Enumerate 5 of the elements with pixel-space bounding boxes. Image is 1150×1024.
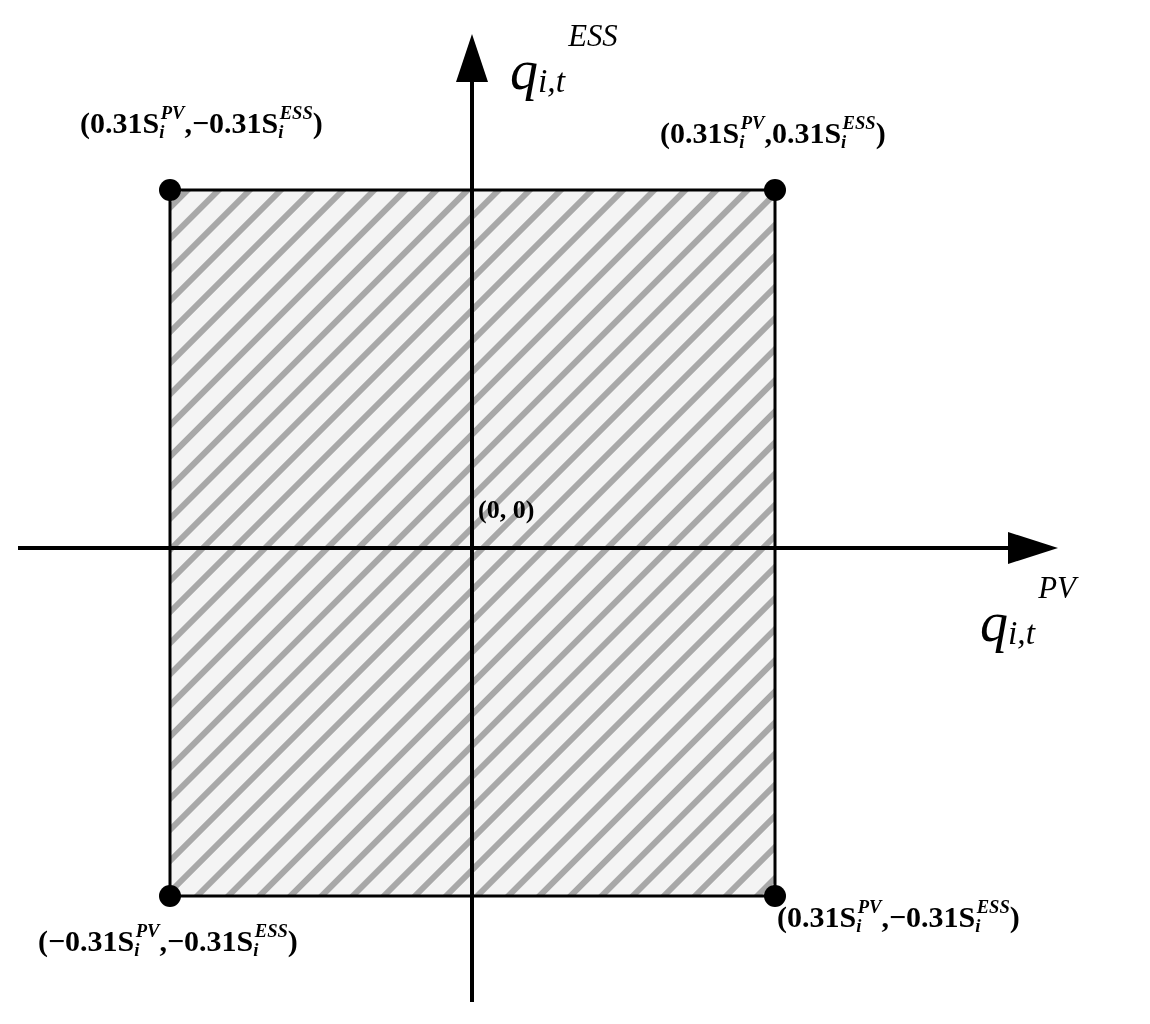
coordinate-label: (−0.31S$_{i}$$^{PV}$,−0.31S$_{i}$$^{ESS}$) [38,920,298,961]
coordinate-label: (0.31S$_{i}$$^{PV}$,−0.31S$_{i}$$^{ESS}$) [777,896,1020,937]
coordinate-label: (0, 0) [478,494,535,526]
coordinate-label: (0.31S$_{i}$$^{PV}$,0.31S$_{i}$$^{ESS}$) [660,112,886,153]
coordinate-label: (0.31S$_{i}$$^{PV}$,−0.31S$_{i}$$^{ESS}$) [80,102,323,143]
